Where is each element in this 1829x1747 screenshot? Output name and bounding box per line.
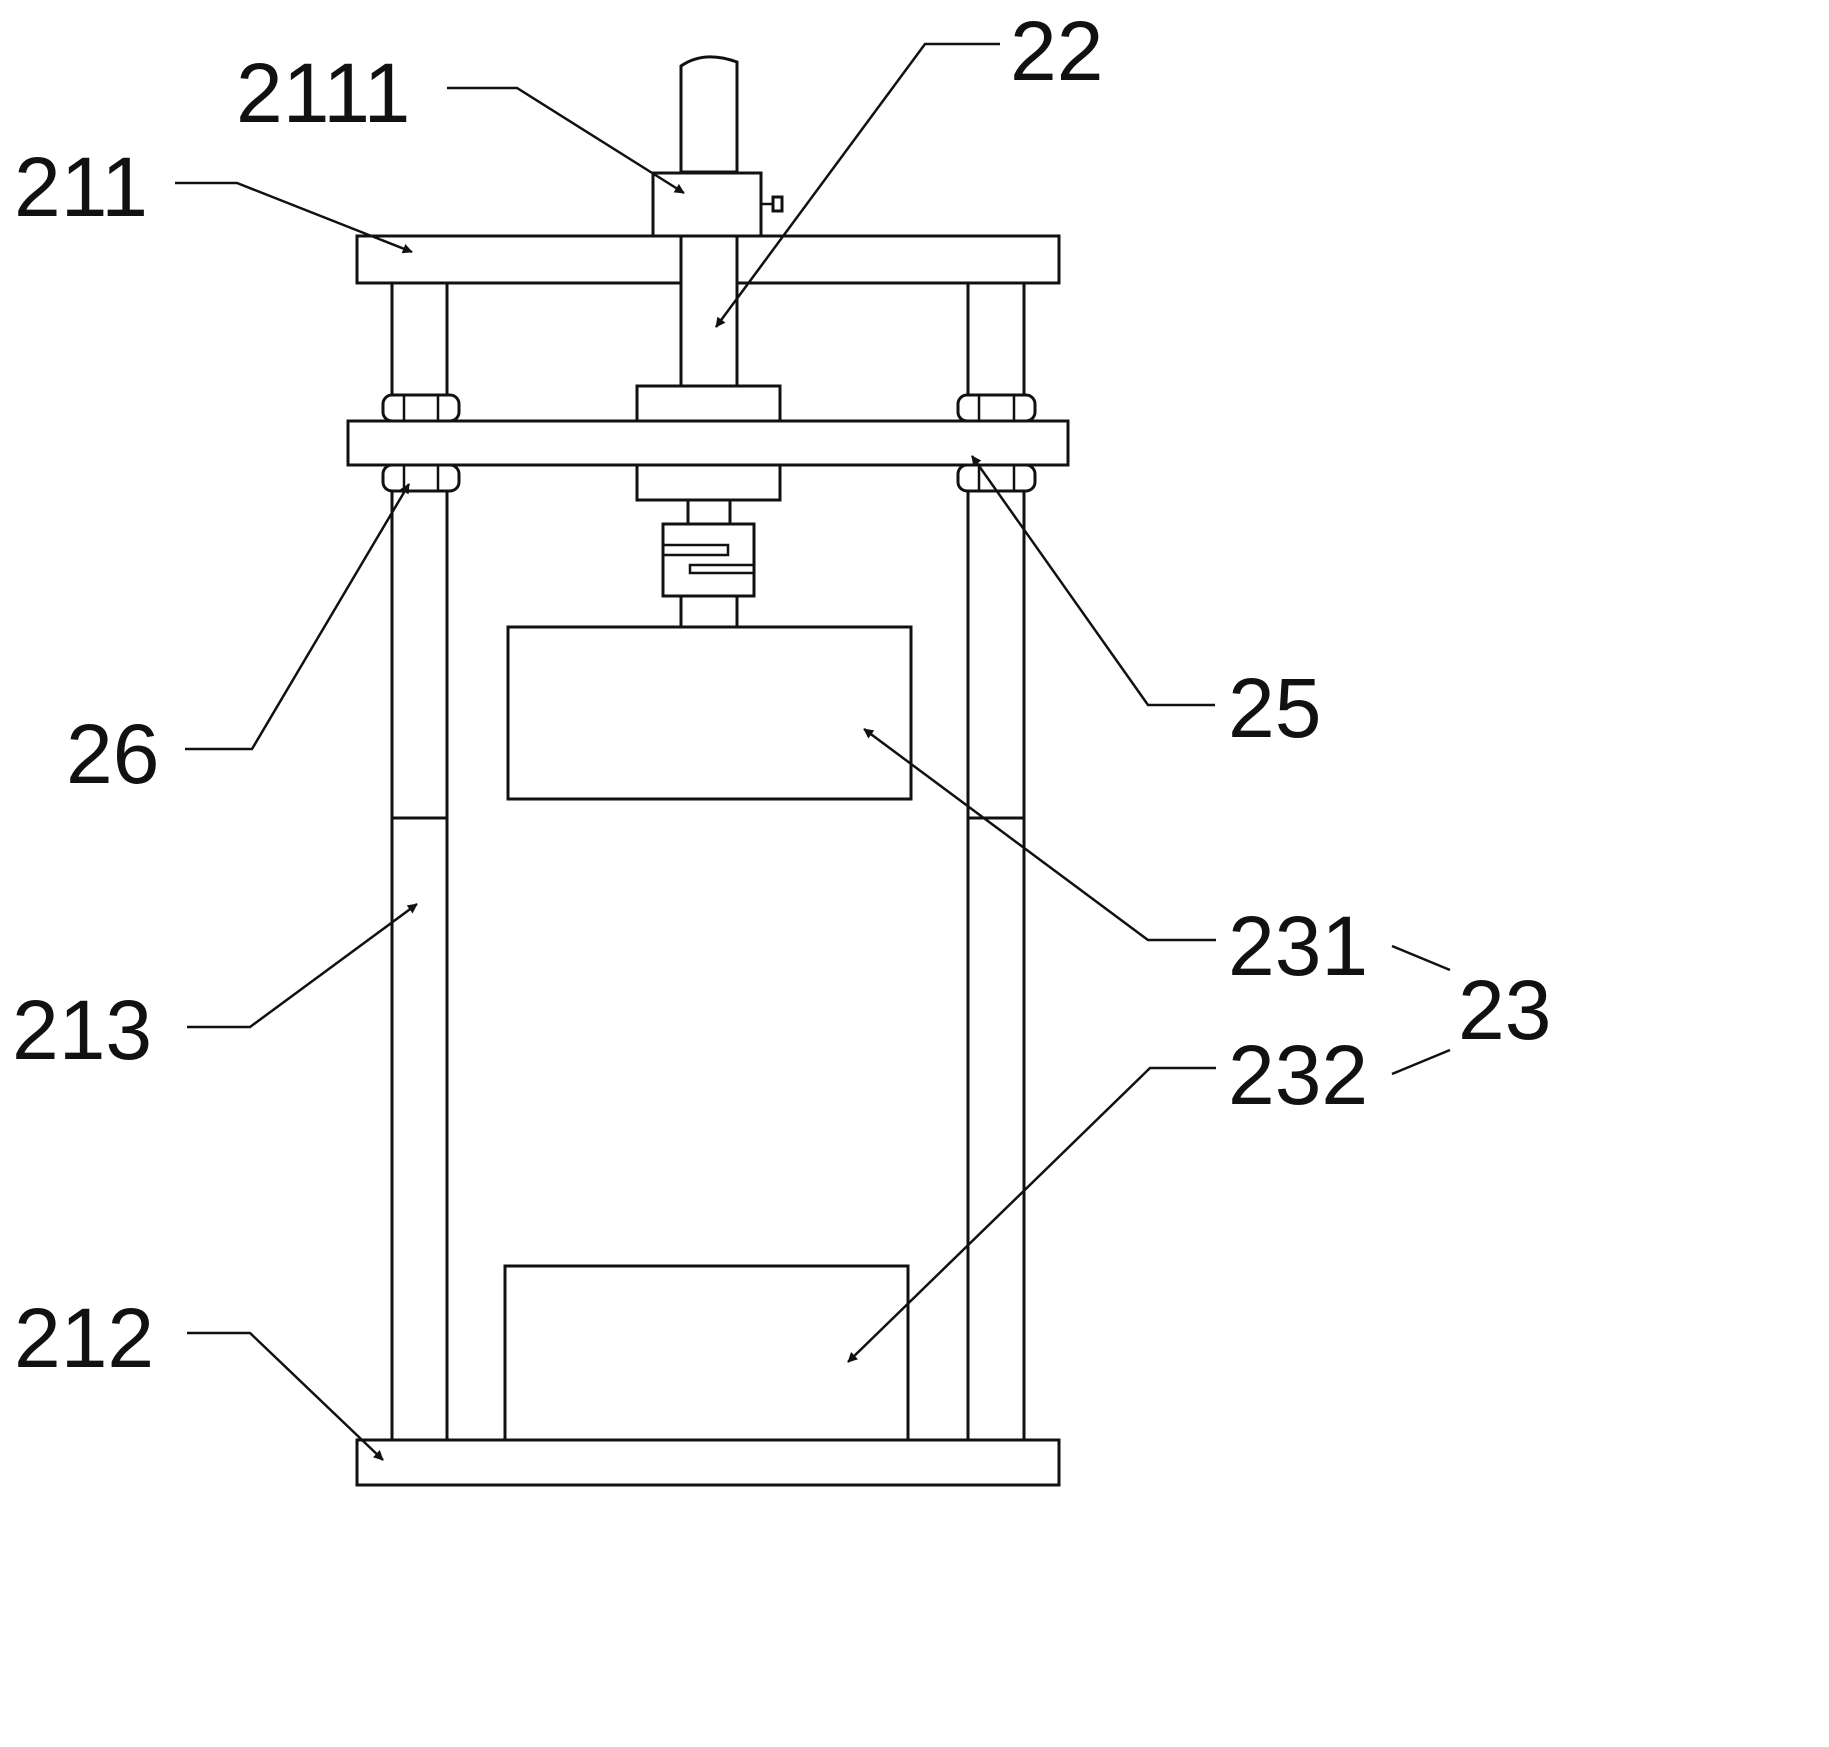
upper-connector-block [635,384,782,424]
leader-26 [185,483,411,751]
press-frame-drawing: 2111 211 22 26 25 231 23 232 213 212 [12,4,1551,1487]
set-screw-head [771,195,784,213]
right-upper-nut [956,393,1037,423]
upper-die [506,625,913,801]
moving-plate [346,419,1070,467]
label-212: 212 [14,1291,154,1385]
rod-top-end [679,55,739,174]
leader-232 [847,1066,1216,1363]
leader-213 [187,902,418,1029]
leader-231 [863,727,1216,942]
label-231: 231 [1228,899,1368,993]
label-232: 232 [1228,1028,1368,1122]
leader-211 [175,181,413,254]
leader-22 [714,42,1000,328]
label-211: 211 [14,140,148,234]
coupling-upper-neck [686,498,732,526]
coupling-slot-lower [688,563,754,575]
right-column-sleeve [966,816,1026,1442]
right-upper-rod [966,281,1026,820]
label-26: 26 [66,707,159,801]
lower-connector-block [635,463,782,502]
bracket-232-23 [1391,1048,1451,1076]
label-22: 22 [1010,4,1103,98]
leader-212 [187,1331,384,1461]
label-25: 25 [1228,661,1321,755]
base-plate [355,1438,1061,1487]
label-23: 23 [1458,963,1551,1057]
left-upper-rod [390,281,449,820]
left-lower-nut [381,463,461,493]
leader-25 [970,455,1215,707]
coupling-flex-body [661,522,756,598]
left-column-sleeve [390,816,449,1442]
leader-2111 [447,86,685,195]
label-2111: 2111 [236,46,410,140]
coupling-slot-upper [663,543,730,557]
coupling-lower-neck [679,594,739,629]
lower-die [503,1264,910,1442]
right-lower-nut [956,463,1037,493]
label-213: 213 [12,983,152,1077]
bracket-231-23 [1391,944,1451,972]
patent-figure: 2111 211 22 26 25 231 23 232 213 212 [12,4,1551,1487]
left-upper-nut [381,393,461,423]
